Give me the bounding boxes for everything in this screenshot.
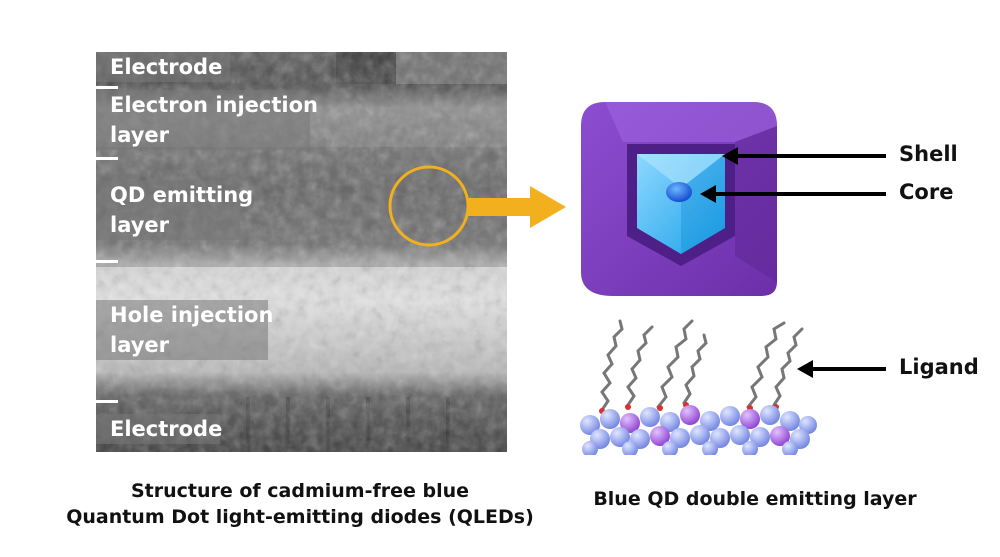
label-electron-injection-layer: Electron injection layer	[96, 90, 318, 150]
quantum-dot-cube	[581, 102, 777, 296]
label-electrode-bottom: Electrode	[96, 414, 222, 444]
core-arrow-head	[700, 185, 716, 203]
particle-layer	[580, 405, 817, 455]
ligand-arrow-head	[797, 360, 813, 378]
boundary-tick	[96, 157, 118, 160]
highlight-arrow-shaft	[468, 198, 530, 216]
ligand-surface-illustration	[580, 319, 817, 455]
ligand-chains	[600, 319, 804, 412]
core-arrow-line	[714, 192, 886, 196]
label-core: Core	[899, 180, 954, 204]
label-qd-emitting-layer: QD emitting layer	[96, 180, 253, 240]
label-ligand: Ligand	[899, 355, 979, 379]
highlight-circle	[388, 165, 470, 247]
ligand-arrow-line	[811, 367, 886, 371]
boundary-tick	[96, 260, 118, 263]
caption-blue-qd-layer: Blue QD double emitting layer	[593, 488, 917, 510]
boundary-tick	[96, 86, 118, 89]
label-hole-injection-layer: Hole injection layer	[96, 300, 273, 360]
caption-qled-structure: Structure of cadmium-free blue Quantum D…	[66, 480, 534, 528]
highlight-annotation	[388, 165, 566, 247]
label-shell: Shell	[899, 142, 958, 166]
core-ball	[666, 182, 692, 202]
label-electrode-top: Electrode	[96, 52, 230, 82]
boundary-tick	[96, 400, 118, 403]
shell-arrow-head	[722, 147, 738, 165]
core-cavity	[637, 154, 725, 254]
shell-arrow-line	[736, 154, 886, 158]
highlight-arrow-head	[530, 186, 566, 228]
